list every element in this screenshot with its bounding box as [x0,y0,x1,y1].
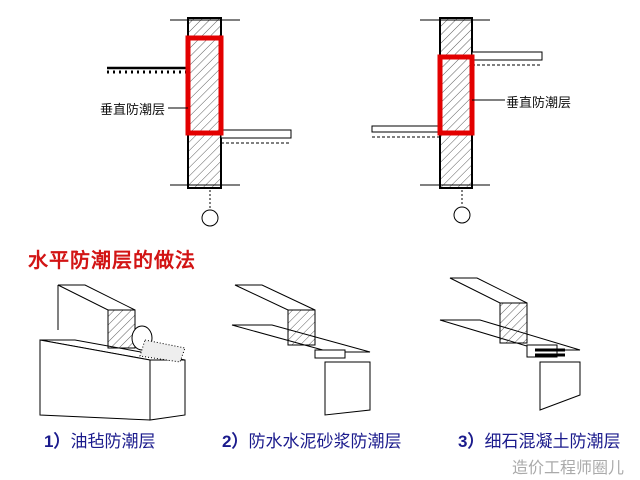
section-title: 水平防潮层的做法 [28,248,196,272]
watermark: 造价工程师圈儿 [512,458,625,477]
sketch-concrete [439,277,581,411]
axis-circle [453,206,471,224]
right-wall-section [371,17,543,224]
damp-proof-layer [185,35,224,136]
method-caption-3: 3）细石混凝土防潮层 [458,432,621,452]
damp-proof-layer [437,54,475,136]
sketch-felt [39,284,186,421]
vertical-dpc-label-left: 垂直防潮层 [100,103,166,118]
vertical-dpc-label-right: 垂直防潮层 [506,96,572,111]
method-caption-1: 1）油毡防潮层 [44,432,156,452]
axis-circle [201,209,219,227]
sketch-mortar [231,284,371,416]
left-wall-section [107,17,292,227]
method-caption-2: 2）防水水泥砂浆防潮层 [222,432,402,452]
